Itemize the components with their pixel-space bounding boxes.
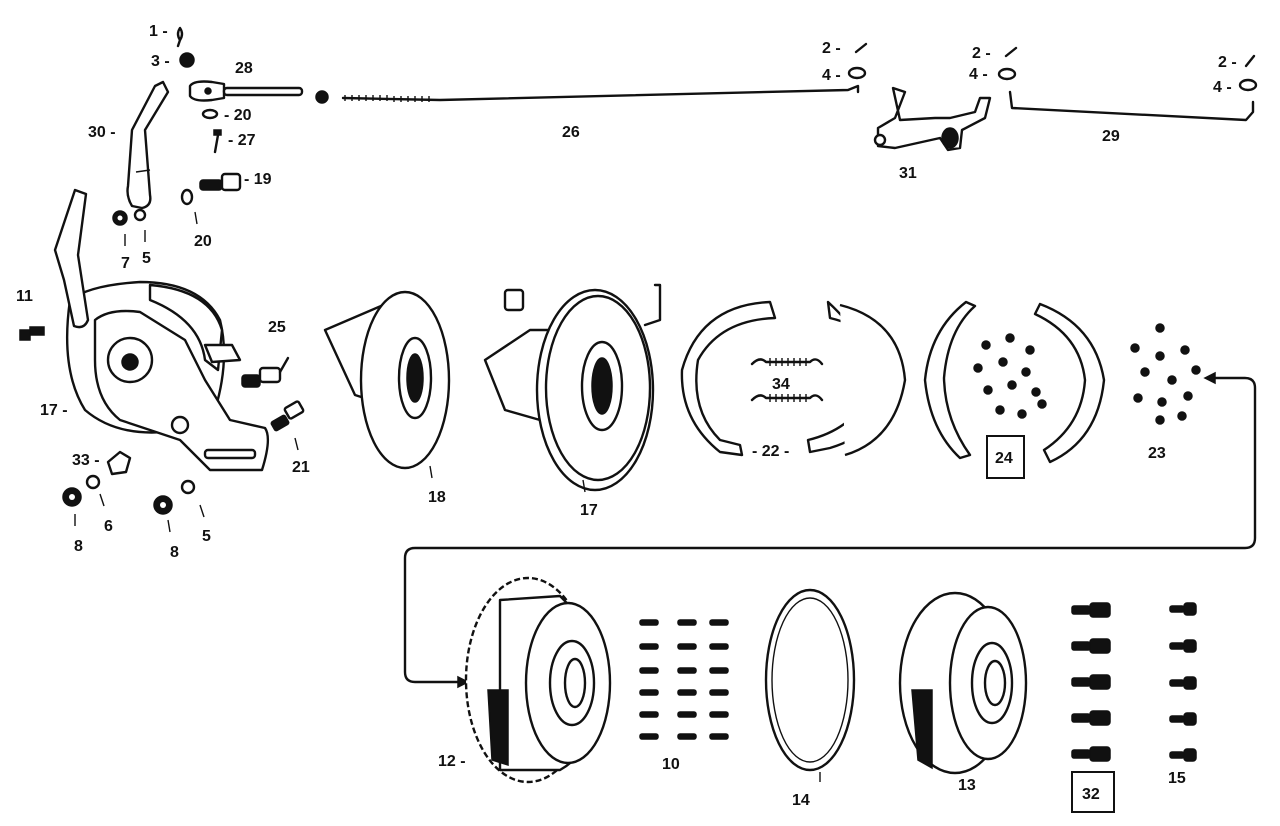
- label-25: 25: [268, 319, 286, 336]
- bolt-part-25: [241, 356, 290, 388]
- label-4-a: 4 -: [822, 67, 841, 84]
- label-8-left: 8: [74, 538, 83, 555]
- label-33: 33 -: [72, 452, 100, 469]
- label-19: - 19: [244, 171, 272, 188]
- nut-part-7-top: [112, 210, 128, 226]
- split-pin-part-1: [176, 26, 184, 48]
- label-3: 3 -: [151, 53, 170, 70]
- adjuster-part-19: [199, 172, 242, 192]
- lever-part-30: [126, 80, 170, 210]
- label-30: 30 -: [88, 124, 116, 141]
- bolt-part-27: [213, 129, 222, 154]
- label-17-left: 17 -: [40, 402, 68, 419]
- label-15: 15: [1168, 770, 1186, 787]
- label-23: 23: [1148, 445, 1166, 462]
- label-22: - 22 -: [752, 443, 789, 460]
- label-17-mid: 17: [580, 502, 598, 519]
- label-20-top: - 20: [224, 107, 252, 124]
- label-11: 11: [16, 288, 33, 305]
- brake-shoe-part-22-left: [680, 300, 777, 457]
- label-20-low: 20: [194, 233, 212, 250]
- label-13: 13: [958, 777, 976, 794]
- label-24-box: [986, 435, 1025, 479]
- stud-part-21: [270, 400, 305, 432]
- nut-part-26-end: [315, 90, 329, 104]
- connector-arrow: [403, 371, 1257, 689]
- label-1: 1 -: [149, 23, 168, 40]
- springs-part-34: [750, 358, 824, 402]
- bolts-part-32: [1071, 602, 1111, 762]
- washer-part-4-c: [1238, 78, 1258, 92]
- nut-part-8-right: [153, 495, 173, 515]
- washer-part-6: [85, 474, 101, 490]
- pin-part-2-b: [1004, 46, 1018, 58]
- label-2-b: 2 -: [972, 45, 991, 62]
- rod-part-29: [1008, 90, 1255, 122]
- label-5-low: 5: [202, 528, 211, 545]
- label-7: 7: [121, 255, 130, 272]
- label-8-right: 8: [170, 544, 179, 561]
- rivets-part-23: [1130, 323, 1201, 425]
- part-labels: 1 - 3 - 28 - 20 - 27 30 - - 19 20 7 5 11…: [16, 23, 1237, 813]
- washer-part-4-b: [997, 67, 1017, 81]
- label-14: 14: [792, 792, 810, 809]
- drum-part-13: [898, 591, 1028, 775]
- washer-part-20-low: [180, 188, 194, 206]
- label-24: 24: [995, 450, 1013, 467]
- label-26: 26: [562, 124, 580, 141]
- washer-part-20-top: [201, 108, 219, 120]
- label-2-c: 2 -: [1218, 54, 1237, 71]
- label-21: 21: [292, 459, 310, 476]
- bolts-part-10: [639, 619, 729, 740]
- lining-part-24-right: [1033, 302, 1106, 464]
- backplate-assembly-part-17: [53, 188, 270, 472]
- label-32: 32: [1082, 786, 1100, 803]
- label-34: 34: [772, 376, 790, 393]
- bolts-part-15: [1169, 602, 1197, 762]
- brake-shoe-part-22-right: [806, 300, 907, 457]
- washer-part-4-a: [847, 66, 867, 80]
- label-32-box: [1071, 771, 1115, 813]
- leader-lines: [74, 211, 821, 782]
- label-28: 28: [235, 60, 253, 77]
- label-2-a: 2 -: [822, 40, 841, 57]
- label-10: 10: [662, 756, 680, 773]
- label-18: 18: [428, 489, 446, 506]
- label-5-top: 5: [142, 250, 151, 267]
- label-12: 12 -: [438, 753, 466, 770]
- label-4-c: 4 -: [1213, 79, 1232, 96]
- bolt-part-11: [19, 326, 45, 341]
- rivets-part-24: [973, 333, 1047, 419]
- label-31: 31: [899, 165, 917, 182]
- label-4-b: 4 -: [969, 66, 988, 83]
- label-29: 29: [1102, 128, 1120, 145]
- washer-part-5-top: [133, 208, 147, 222]
- ring-gasket-part-14: [764, 588, 856, 772]
- label-6: 6: [104, 518, 113, 535]
- nut-part-8-left: [62, 487, 82, 507]
- pin-part-2-a: [854, 42, 868, 54]
- tab-washer-part-33: [106, 450, 132, 476]
- brake-plate-part-17: [483, 283, 662, 492]
- sprocket-drum-part-12: [464, 576, 612, 784]
- fork-rod-part-28: [188, 80, 304, 102]
- relay-lever-part-31: [873, 86, 992, 152]
- washer-part-5-low: [180, 479, 196, 495]
- lining-part-24-left: [923, 300, 977, 460]
- pin-part-2-c: [1244, 54, 1256, 68]
- ball-part-3: [179, 52, 195, 68]
- threaded-rod-part-26: [341, 84, 860, 102]
- label-27: - 27: [228, 132, 256, 149]
- backplate-part-18: [323, 290, 451, 470]
